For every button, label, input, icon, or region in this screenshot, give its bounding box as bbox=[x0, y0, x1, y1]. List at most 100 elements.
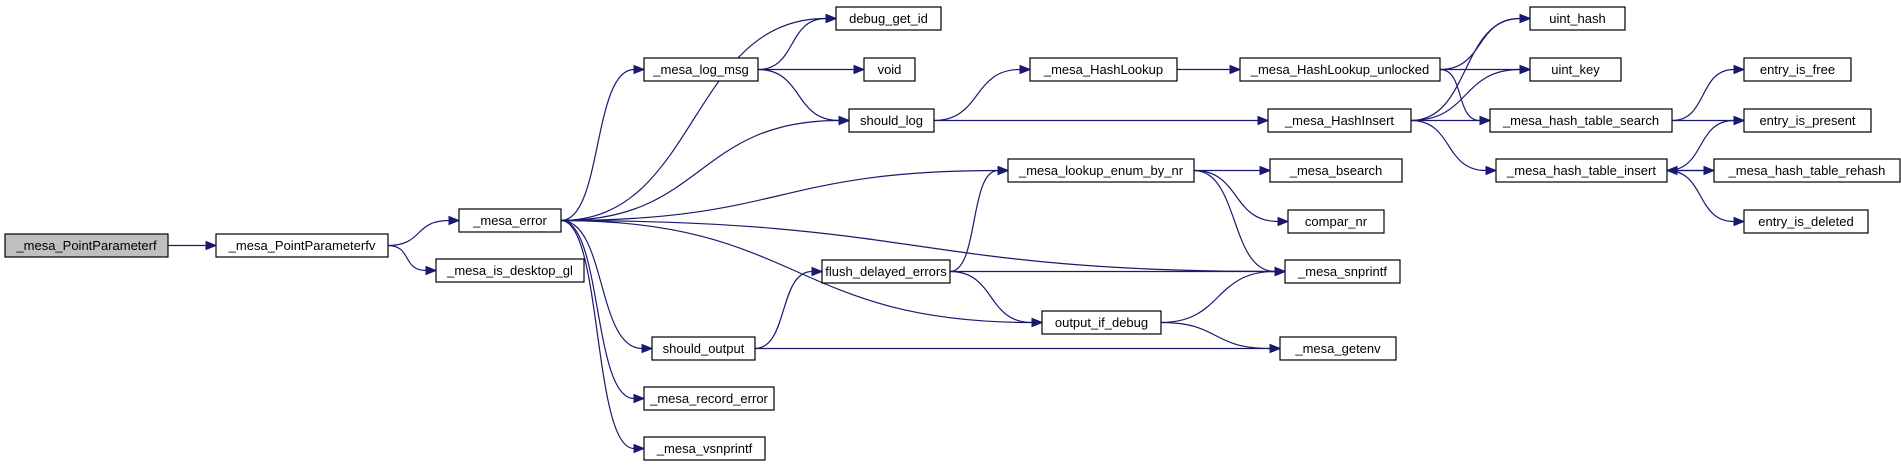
node-box bbox=[1529, 57, 1622, 82]
node-box bbox=[821, 259, 951, 284]
edge-line bbox=[1410, 68, 1521, 122]
node-hash-insert[interactable]: _mesa_HashInsert bbox=[1267, 108, 1412, 133]
edge-arrowhead bbox=[1479, 115, 1492, 126]
node-box bbox=[1743, 209, 1869, 234]
edge-lookup-enum-by-nr-to-compar-nr bbox=[1193, 169, 1290, 227]
edge-hash-lookup-unlocked-to-uint-hash bbox=[1439, 13, 1532, 71]
node-label: _mesa_vsnprintf bbox=[656, 441, 753, 456]
node-label: output_if_debug bbox=[1055, 315, 1148, 330]
edge-line bbox=[560, 17, 827, 222]
node-output-if-debug[interactable]: output_if_debug bbox=[1041, 310, 1162, 335]
edge-arrowhead bbox=[1519, 64, 1532, 75]
node-should-output[interactable]: should_output bbox=[651, 336, 756, 361]
node-getenv[interactable]: _mesa_getenv bbox=[1279, 336, 1397, 361]
node-debug-get-id[interactable]: debug_get_id bbox=[835, 6, 942, 31]
node-lookup-enum-by-nr[interactable]: _mesa_lookup_enum_by_nr bbox=[1007, 158, 1195, 183]
node-snprintf[interactable]: _mesa_snprintf bbox=[1284, 259, 1401, 284]
edge-line bbox=[1666, 169, 1735, 223]
node-box bbox=[1284, 259, 1401, 284]
node-void[interactable]: void bbox=[863, 57, 916, 82]
node-label: _mesa_getenv bbox=[1294, 341, 1381, 356]
edge-output-if-debug-to-snprintf bbox=[1160, 266, 1287, 324]
node-box bbox=[1287, 209, 1385, 234]
node-box bbox=[835, 6, 942, 31]
node-box bbox=[651, 336, 756, 361]
node-label: void bbox=[878, 62, 902, 77]
edge-arrowhead bbox=[811, 266, 824, 277]
node-box bbox=[1279, 336, 1397, 361]
edge-line bbox=[560, 169, 999, 222]
node-box bbox=[1743, 108, 1872, 133]
node-log-msg[interactable]: _mesa_log_msg bbox=[643, 57, 759, 82]
edge-error-to-debug-get-id bbox=[560, 13, 838, 222]
node-box bbox=[643, 436, 766, 461]
node-hash-lookup[interactable]: _mesa_HashLookup bbox=[1029, 57, 1178, 82]
node-point-parameterf[interactable]: _mesa_PointParameterf bbox=[4, 233, 169, 258]
node-box bbox=[1713, 158, 1901, 183]
node-box bbox=[643, 57, 759, 82]
node-is-desktop-gl[interactable]: _mesa_is_desktop_gl bbox=[435, 258, 585, 283]
node-label: _mesa_HashLookup_unlocked bbox=[1250, 62, 1430, 77]
node-box bbox=[4, 233, 169, 258]
node-entry-is-deleted[interactable]: entry_is_deleted bbox=[1743, 209, 1869, 234]
edge-arrowhead bbox=[633, 64, 646, 75]
node-entry-is-free[interactable]: entry_is_free bbox=[1743, 57, 1852, 82]
edge-line bbox=[1666, 119, 1735, 172]
edge-flush-delayed-errors-to-snprintf bbox=[949, 266, 1287, 277]
edge-hash-insert-to-uint-hash bbox=[1410, 13, 1532, 122]
edge-arrowhead bbox=[1031, 317, 1044, 328]
edge-line bbox=[560, 219, 643, 350]
edge-line bbox=[560, 219, 1033, 324]
node-hash-lookup-unlocked[interactable]: _mesa_HashLookup_unlocked bbox=[1239, 57, 1441, 82]
node-compar-nr[interactable]: compar_nr bbox=[1287, 209, 1385, 234]
edge-arrowhead bbox=[1733, 216, 1746, 227]
edge-hash-table-search-to-entry-is-free bbox=[1671, 64, 1746, 122]
edge-arrowhead bbox=[1733, 64, 1746, 75]
node-label: _mesa_hash_table_rehash bbox=[1728, 163, 1886, 178]
node-box bbox=[458, 208, 562, 233]
edge-arrowhead bbox=[997, 165, 1010, 176]
node-point-parameterfv[interactable]: _mesa_PointParameterfv bbox=[215, 233, 389, 258]
edge-should-output-to-getenv bbox=[755, 343, 1282, 354]
node-label: _mesa_hash_table_insert bbox=[1506, 163, 1656, 178]
edge-hash-insert-to-hash-table-search bbox=[1411, 115, 1492, 126]
node-bsearch[interactable]: _mesa_bsearch bbox=[1269, 158, 1403, 183]
edge-arrowhead bbox=[205, 240, 218, 251]
node-vsnprintf[interactable]: _mesa_vsnprintf bbox=[643, 436, 766, 461]
edge-arrowhead bbox=[1019, 64, 1032, 75]
edge-arrowhead bbox=[838, 115, 851, 126]
node-box bbox=[848, 108, 935, 133]
edge-line bbox=[1410, 119, 1487, 172]
node-uint-hash[interactable]: uint_hash bbox=[1529, 6, 1626, 31]
node-hash-table-insert[interactable]: _mesa_hash_table_insert bbox=[1495, 158, 1668, 183]
node-flush-delayed-errors[interactable]: flush_delayed_errors bbox=[821, 259, 951, 284]
node-uint-key[interactable]: uint_key bbox=[1529, 57, 1622, 82]
node-hash-table-rehash[interactable]: _mesa_hash_table_rehash bbox=[1713, 158, 1901, 183]
node-box bbox=[1029, 57, 1178, 82]
edge-hash-insert-to-uint-key bbox=[1410, 64, 1532, 122]
edge-line bbox=[949, 169, 999, 273]
node-box bbox=[1007, 158, 1195, 183]
node-hash-table-search[interactable]: _mesa_hash_table_search bbox=[1489, 108, 1673, 133]
edge-line bbox=[387, 219, 450, 247]
edge-hash-lookup-unlocked-to-hash-table-search bbox=[1439, 68, 1492, 126]
edge-line bbox=[1160, 321, 1271, 350]
edge-arrowhead bbox=[1269, 343, 1282, 354]
node-record-error[interactable]: _mesa_record_error bbox=[643, 386, 775, 411]
edge-hash-table-rehash-to-hash-table-insert bbox=[1665, 165, 1715, 176]
edge-line bbox=[560, 219, 635, 450]
node-label: _mesa_log_msg bbox=[652, 62, 748, 77]
node-box bbox=[1041, 310, 1162, 335]
node-label: debug_get_id bbox=[849, 11, 928, 26]
edge-line bbox=[1410, 17, 1521, 122]
node-label: should_log bbox=[860, 113, 923, 128]
edge-arrowhead bbox=[1257, 115, 1270, 126]
call-graph-edges bbox=[167, 13, 1746, 454]
node-entry-is-present[interactable]: entry_is_present bbox=[1743, 108, 1872, 133]
node-error[interactable]: _mesa_error bbox=[458, 208, 562, 233]
edge-arrowhead bbox=[633, 393, 646, 404]
node-label: uint_key bbox=[1551, 62, 1600, 77]
node-should-log[interactable]: should_log bbox=[848, 108, 935, 133]
edge-arrowhead bbox=[425, 265, 438, 276]
node-label: should_output bbox=[663, 341, 745, 356]
